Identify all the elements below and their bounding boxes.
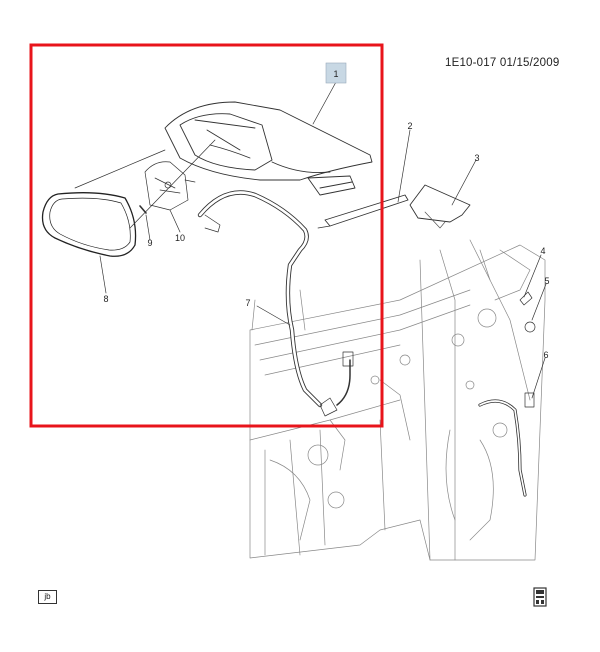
- callout-1-box: [325, 62, 347, 84]
- mirror-glass: [41, 192, 137, 257]
- door-panel: [249, 239, 546, 561]
- highlight-box: [29, 43, 384, 428]
- harness-7: [197, 190, 323, 408]
- leader-lines: [74, 81, 547, 399]
- mirror-housing: [164, 101, 373, 196]
- jb-icon[interactable]: jb: [38, 590, 57, 604]
- callout-10: 10: [175, 233, 185, 243]
- callout-7: 7: [245, 298, 250, 308]
- callout-9: 9: [147, 238, 152, 248]
- callout-3: 3: [474, 153, 479, 163]
- actuator: [144, 161, 196, 211]
- callout-2: 2: [407, 121, 412, 131]
- callout-1: 1: [333, 69, 338, 79]
- callout-4: 4: [540, 246, 545, 256]
- mirror-patch: [409, 184, 471, 223]
- nut: [524, 321, 536, 333]
- harness-6: [478, 399, 527, 497]
- document-icon[interactable]: [533, 587, 547, 607]
- screw: [139, 205, 147, 214]
- bolt: [519, 291, 533, 306]
- trim-strip: [324, 194, 409, 227]
- callout-8: 8: [103, 294, 108, 304]
- diagram-id: 1E10-017 01/15/2009: [445, 57, 560, 69]
- callout-6: 6: [543, 350, 548, 360]
- callout-5: 5: [544, 276, 549, 286]
